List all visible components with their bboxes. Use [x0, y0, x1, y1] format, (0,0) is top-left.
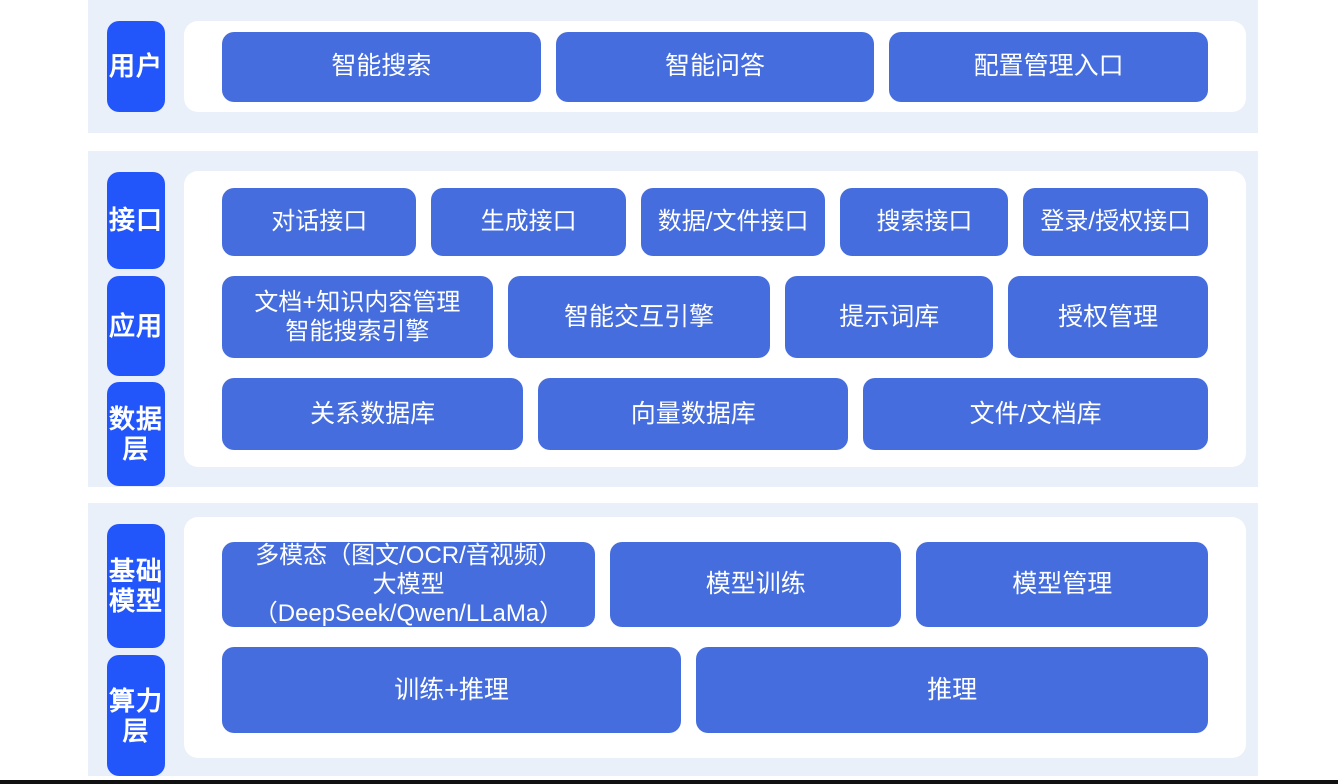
row-compute: 训练+推理 推理 [222, 647, 1208, 733]
layer-tab-foundation-model[interactable]: 基础模型 [107, 524, 165, 649]
section-gap-lower [88, 487, 1258, 503]
layer-tab-user[interactable]: 用户 [107, 21, 165, 112]
card-doc-knowledge-management[interactable]: 文档+知识内容管理 智能搜索引擎 [222, 276, 493, 358]
panel-base: 多模态（图文/OCR/音视频） 大模型（DeepSeek/Qwen/LLaMa）… [184, 517, 1246, 758]
card-multimodal-llm[interactable]: 多模态（图文/OCR/音视频） 大模型（DeepSeek/Qwen/LLaMa） [222, 542, 595, 627]
card-login-auth-api[interactable]: 登录/授权接口 [1023, 188, 1209, 256]
rail-middle: 接口 应用 数据层 [88, 151, 168, 487]
card-file-document-store[interactable]: 文件/文档库 [863, 378, 1208, 450]
card-dialog-api[interactable]: 对话接口 [222, 188, 417, 256]
row-data-layer: 关系数据库 向量数据库 文件/文档库 [222, 378, 1208, 450]
layer-tab-interface[interactable]: 接口 [107, 172, 165, 269]
layer-tab-data-layer[interactable]: 数据层 [107, 382, 165, 486]
card-training-inference[interactable]: 训练+推理 [222, 647, 682, 733]
layer-tab-compute-layer[interactable]: 算力层 [107, 655, 165, 776]
card-inference[interactable]: 推理 [696, 647, 1208, 733]
card-model-training[interactable]: 模型训练 [609, 542, 902, 627]
card-vector-database[interactable]: 向量数据库 [538, 378, 849, 450]
card-smart-qa[interactable]: 智能问答 [555, 31, 875, 102]
panel-middle: 对话接口 生成接口 数据/文件接口 搜索接口 登录/授权接口 文档+知识内容管理… [184, 171, 1246, 467]
card-search-api[interactable]: 搜索接口 [840, 188, 1009, 256]
card-data-file-api[interactable]: 数据/文件接口 [640, 188, 826, 256]
section-base: 基础模型 算力层 多模态（图文/OCR/音视频） 大模型（DeepSeek/Qw… [88, 503, 1258, 776]
row-interface: 对话接口 生成接口 数据/文件接口 搜索接口 登录/授权接口 [222, 188, 1209, 256]
row-user: 智能搜索 智能问答 配置管理入口 [222, 31, 1209, 102]
card-interaction-engine[interactable]: 智能交互引擎 [507, 276, 771, 358]
architecture-diagram: 用户 智能搜索 智能问答 配置管理入口 接口 应用 数据层 对话接口 生成接口 … [88, 0, 1258, 776]
layer-tab-application[interactable]: 应用 [107, 276, 165, 376]
page-bottom-rule [0, 780, 1338, 784]
card-prompt-library[interactable]: 提示词库 [785, 276, 994, 358]
section-user: 用户 智能搜索 智能问答 配置管理入口 [88, 0, 1258, 133]
rail-user: 用户 [88, 0, 168, 133]
section-middle: 接口 应用 数据层 对话接口 生成接口 数据/文件接口 搜索接口 登录/授权接口… [88, 151, 1258, 487]
card-smart-search[interactable]: 智能搜索 [222, 31, 541, 102]
row-application: 文档+知识内容管理 智能搜索引擎 智能交互引擎 提示词库 授权管理 [222, 276, 1208, 358]
card-authorization-management[interactable]: 授权管理 [1008, 276, 1208, 358]
row-model: 多模态（图文/OCR/音视频） 大模型（DeepSeek/Qwen/LLaMa）… [222, 542, 1208, 627]
card-config-management-entry[interactable]: 配置管理入口 [889, 31, 1209, 102]
rail-base: 基础模型 算力层 [88, 503, 168, 776]
card-relational-database[interactable]: 关系数据库 [222, 378, 524, 450]
panel-user: 智能搜索 智能问答 配置管理入口 [184, 21, 1246, 112]
section-gap-upper [88, 133, 1258, 151]
card-model-management[interactable]: 模型管理 [916, 542, 1208, 627]
card-generation-api[interactable]: 生成接口 [431, 188, 626, 256]
